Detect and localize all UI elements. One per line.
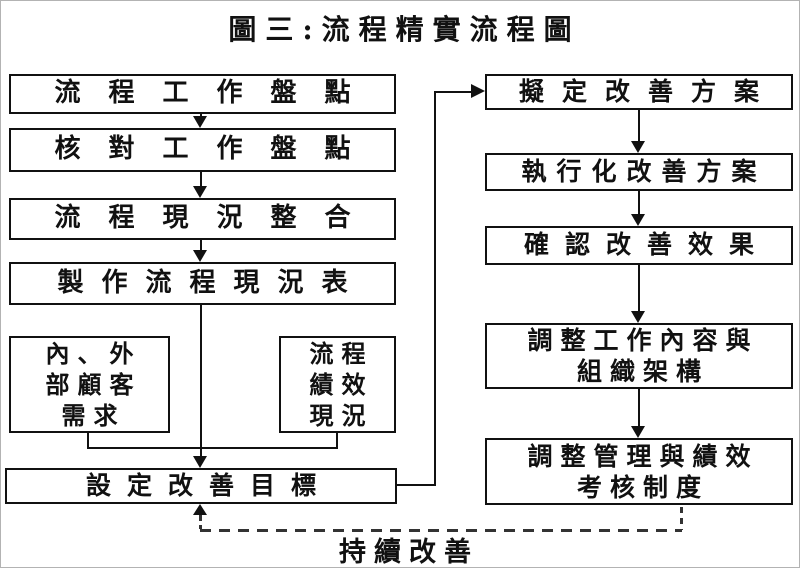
arrow-down-icon <box>193 250 207 262</box>
connector-performance-stub <box>336 432 338 449</box>
box-process-performance-status: 流程 績效 現況 <box>279 336 396 433</box>
box-create-process-status-table: 製作流程現況表 <box>9 262 396 305</box>
box-label-line: 需求 <box>61 401 126 430</box>
box-label: 製作流程現況表 <box>57 267 366 298</box>
connector-r1-r2 <box>638 109 640 143</box>
box-label: 擬定改善方案 <box>518 76 777 106</box>
box-label-line: 調整工作內容與 <box>527 326 759 355</box>
connector-b3-b4 <box>200 239 202 253</box>
arrow-down-icon <box>631 311 645 323</box>
box-label-line: 調整管理與績效 <box>527 441 759 471</box>
box-internal-external-customer-needs: 內、外 部顧客 需求 <box>9 336 170 433</box>
box-label: 確認改善效果 <box>523 230 770 260</box>
connector-r2-r3 <box>638 190 640 216</box>
arrow-up-icon <box>193 504 207 515</box>
connector-goal-into-r1 <box>434 91 472 93</box>
box-label-line: 考核制度 <box>576 472 709 502</box>
arrow-right-icon <box>471 84 485 98</box>
connector-inputs-join <box>87 447 338 449</box>
box-label-line: 組織架構 <box>576 357 709 386</box>
arrow-down-icon <box>193 186 207 198</box>
box-label-line: 流程 <box>309 339 374 368</box>
feedback-dashed-vertical-right <box>680 507 683 530</box>
connector-customer-needs-stub <box>87 432 89 449</box>
connector-b4-goal <box>200 304 202 456</box>
connector-r4-r5 <box>638 389 640 428</box>
connector-r3-r4 <box>638 264 640 313</box>
box-label: 核對工作盤點 <box>54 134 379 165</box>
connector-b2-b3 <box>200 171 202 189</box>
arrow-down-icon <box>631 426 645 438</box>
box-label-line: 現況 <box>309 401 374 430</box>
box-label-line: 部顧客 <box>45 370 142 399</box>
connector-goal-out <box>395 484 436 486</box>
box-draft-improvement-plan: 擬定改善方案 <box>485 74 793 110</box>
feedback-dashed-horizontal <box>200 529 682 532</box>
arrow-down-icon <box>631 214 645 226</box>
box-label: 執行化改善方案 <box>521 156 767 186</box>
box-process-work-inventory: 流程工作盤點 <box>9 74 396 114</box>
diagram-title: 圖三:流程精實流程圖 <box>228 13 581 46</box>
box-label: 設定改善目標 <box>85 470 332 500</box>
box-label-line: 績效 <box>309 370 374 399</box>
box-check-work-inventory: 核對工作盤點 <box>9 128 396 172</box>
arrow-down-icon <box>193 116 207 128</box>
box-label: 流程工作盤點 <box>54 78 379 109</box>
box-set-improvement-goals: 設定改善目標 <box>5 468 397 504</box>
box-adjust-management-performance-system: 調整管理與績效 考核制度 <box>485 438 793 505</box>
feedback-dashed-vertical-left <box>199 515 202 529</box>
box-label-line: 內、外 <box>45 339 142 368</box>
feedback-label: 持續改善 <box>339 537 479 568</box>
arrow-down-icon <box>631 141 645 153</box>
box-label: 流程現況整合 <box>54 203 379 234</box>
box-execute-improvement-plan: 執行化改善方案 <box>485 153 793 191</box>
arrow-down-icon <box>193 456 207 468</box>
connector-goal-up <box>434 91 436 486</box>
box-confirm-improvement-results: 確認改善效果 <box>485 226 793 265</box>
box-adjust-work-content-organization: 調整工作內容與 組織架構 <box>485 323 793 389</box>
box-process-status-integration: 流程現況整合 <box>9 198 396 240</box>
